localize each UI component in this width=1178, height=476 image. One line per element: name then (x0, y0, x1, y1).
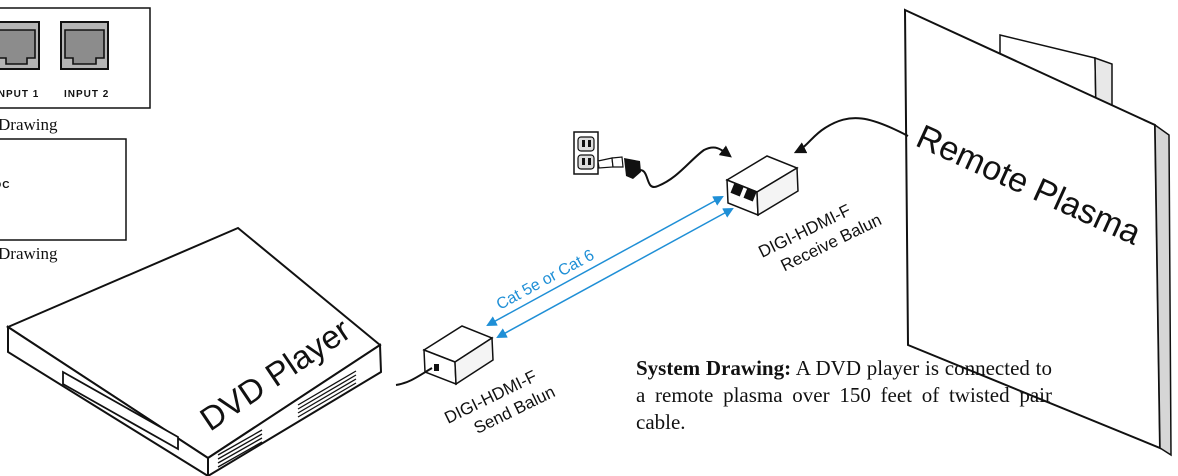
dvd-disc-tray (62, 370, 179, 451)
hdmi-cable-plasma (793, 117, 909, 154)
cable-line-lower (496, 207, 734, 339)
port-label-input-2: INPUT 2 (64, 89, 109, 100)
power-plug (597, 156, 641, 179)
send-balun (422, 325, 494, 386)
port-input-1 (0, 21, 40, 70)
power-cable (639, 145, 732, 189)
receive-rj45-port-2 (743, 188, 757, 202)
inset-ports-panel: INPUT 1 INPUT 2 (0, 7, 151, 109)
receive-rj45-port-1 (730, 183, 744, 197)
inset-dc-panel: DC (0, 138, 127, 241)
receive-balun (725, 155, 799, 217)
send-balun-port (434, 364, 439, 371)
inset-dc-text: DC (0, 180, 10, 191)
inset-bottom-caption: Drawing (0, 244, 58, 263)
remote-plasma: Remote Plasma (903, 8, 1172, 457)
cable-line-upper (486, 195, 724, 327)
dvd-player: DVD Player (5, 226, 383, 476)
wall-outlet (573, 131, 599, 175)
port-label-input-1: INPUT 1 (0, 89, 39, 100)
inset-top-caption: Drawing (0, 115, 58, 134)
cable-label: Cat 5e or Cat 6 (494, 247, 598, 314)
caption-heading: System Drawing: (636, 356, 792, 380)
hdmi-cable-dvd (395, 367, 433, 386)
port-input-2 (60, 21, 109, 70)
caption-body: A DVD player is connected to a remote pl… (636, 356, 1053, 434)
system-drawing-caption: System Drawing: A DVD player is connecte… (636, 355, 1052, 436)
dvd-vents (217, 370, 357, 468)
